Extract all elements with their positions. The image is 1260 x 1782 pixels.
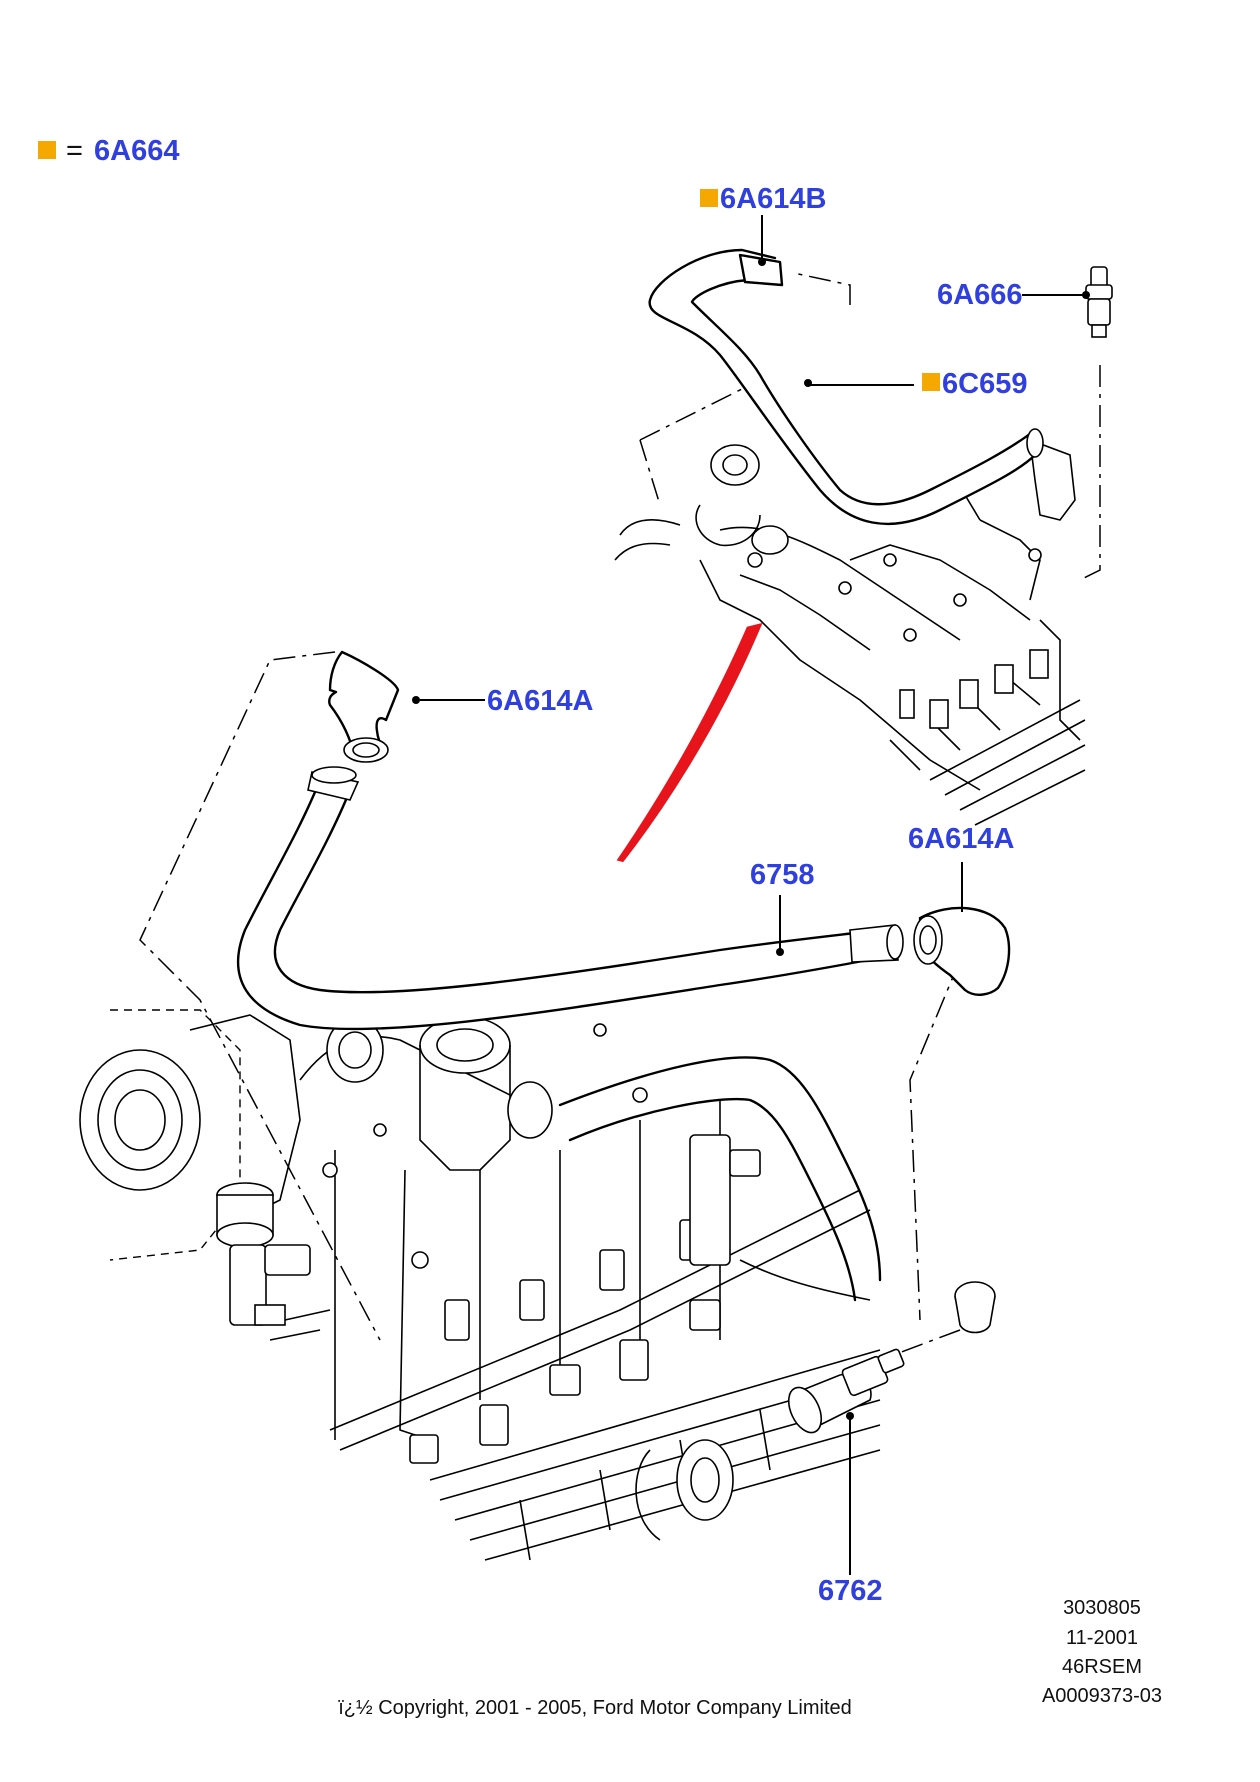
elbow-hose-right [913,906,1011,996]
meta-line-1: 3030805 [1063,1597,1141,1619]
upper-hose [648,248,1044,525]
label-elbow-right: 6A614A [908,823,1014,855]
label-sensor: 6762 [818,1575,883,1607]
marker-6a614b [700,189,718,207]
legend-part-number: 6A664 [94,135,179,167]
label-elbow-left: 6A614A [487,685,593,717]
legend-swatch [38,141,56,159]
lower-engine-view [79,651,996,1561]
legend-equals: = [66,135,83,167]
meta-line-3: 46RSEM [1062,1656,1142,1678]
crankcase-vent-tube [236,766,904,1031]
label-tube: 6758 [750,859,815,891]
callout-labels: 6A614B 6A666 6C659 6A614A 6A614A 6758 67… [487,183,1027,1607]
drawing-meta: 3030805 11-2001 46RSEM A0009373-03 [1042,1597,1162,1707]
elbow-hose-left [328,650,400,763]
label-valve: 6A666 [937,279,1022,311]
leader-lines [412,215,1090,1575]
meta-line-4: A0009373-03 [1042,1685,1162,1707]
copyright-notice: ï¿½ Copyright, 2001 - 2005, Ford Motor C… [338,1697,852,1719]
label-mid-hose: 6C659 [942,368,1027,400]
label-upper-hose: 6A614B [720,183,826,215]
meta-line-2: 11-2001 [1066,1627,1138,1649]
legend: = 6A664 [38,135,179,167]
sensor-fitting [787,1348,905,1434]
marker-6c659 [922,373,940,391]
pcv-valve [1085,266,1113,338]
